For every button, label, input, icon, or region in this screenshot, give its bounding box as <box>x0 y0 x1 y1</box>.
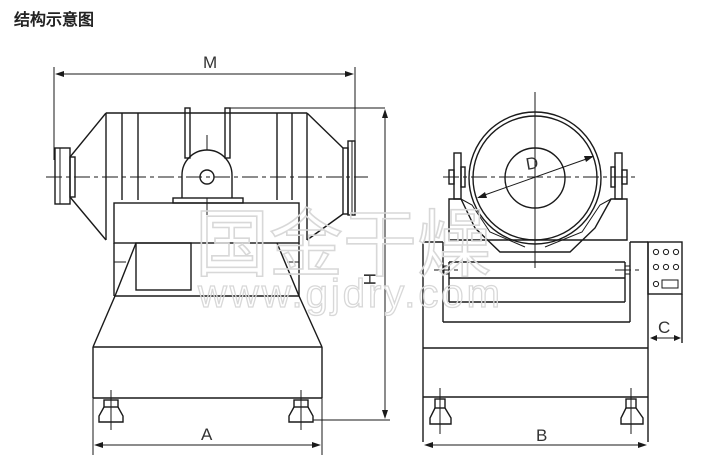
dimension-label-c: C <box>658 318 670 337</box>
dimension-label-h: H <box>360 273 379 285</box>
control-panel <box>647 241 683 343</box>
front-view: M <box>46 53 390 455</box>
dimension-label-a: A <box>201 425 213 444</box>
side-foot-right <box>620 388 644 434</box>
foot-right <box>288 390 314 430</box>
side-foot-left <box>429 388 452 434</box>
watermark: 国金干燥 www.gjdry.com <box>194 201 503 316</box>
watermark-brand: 国金干燥 <box>195 202 491 288</box>
foot-left <box>98 390 124 430</box>
dimension-label-b: B <box>536 426 547 445</box>
side-view: D <box>422 92 683 448</box>
watermark-url: www.gjdry.com <box>197 272 503 316</box>
dimension-label-d: D <box>524 153 539 174</box>
dimension-label-m: M <box>203 53 217 72</box>
diagram-title: 结构示意图 <box>14 10 95 29</box>
